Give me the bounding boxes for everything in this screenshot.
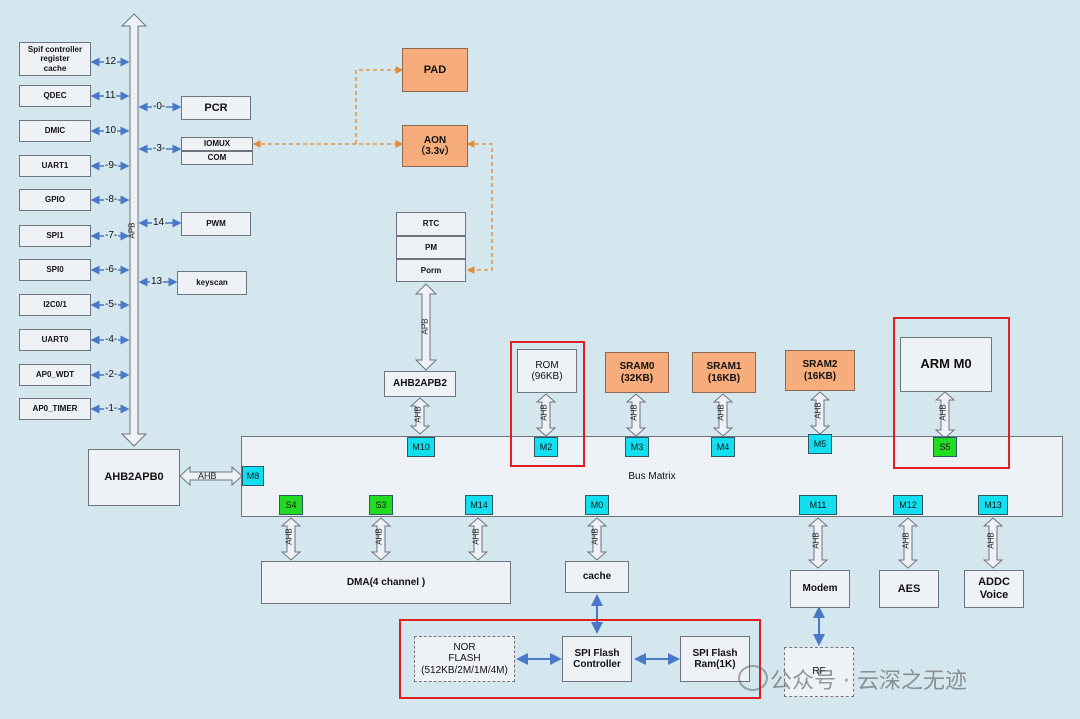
- apb-index-7: -7-: [104, 230, 119, 241]
- highlight-flash: [399, 619, 761, 699]
- ahb-arrow-m11: [807, 517, 829, 569]
- rom-box: ROM (96KB): [517, 349, 577, 393]
- sram2-box: SRAM2 (16KB): [785, 350, 855, 391]
- ahb-m10-label: AHB: [413, 406, 423, 423]
- modem-box: Modem: [790, 570, 850, 608]
- apb-index-10: 10: [104, 125, 118, 136]
- pwm-box: PWM: [181, 212, 251, 236]
- aon-porm-link: [466, 140, 493, 274]
- port-s3: S3: [369, 495, 393, 515]
- nor-flash-box: NOR FLASH (512KB/2M/1M/4M): [414, 636, 515, 682]
- sram0-box: SRAM0 (32KB): [605, 352, 669, 393]
- keyscan-box: keyscan: [177, 271, 247, 295]
- iomux-pad-link: [355, 66, 404, 144]
- ahb-s4-label: AHB: [284, 528, 294, 545]
- port-m4: M4: [711, 437, 735, 457]
- pcr-box: PCR: [181, 96, 251, 120]
- ahb2apb0-box: AHB2APB0: [88, 449, 180, 506]
- ahb-arrow-s4: [280, 517, 302, 561]
- apb-index-6: -6-: [104, 264, 119, 275]
- apb-index-2: -2-: [104, 369, 119, 380]
- apb-index-14: 14: [152, 217, 166, 228]
- wechat-icon: [738, 665, 768, 691]
- apb-index-3: -3-: [152, 143, 167, 154]
- qdec-box: QDEC: [19, 85, 91, 107]
- ap0-wdt-box: AP0_WDT: [19, 364, 91, 386]
- rf-box: RF: [784, 647, 854, 697]
- rtc-box: RTC: [396, 212, 466, 236]
- spif-controller-box: Spif controller register cache: [19, 42, 91, 76]
- ahb-arrow-s3: [370, 517, 392, 561]
- aon-box: AON （3.3v）: [402, 125, 468, 167]
- apb-index-0: -0-: [152, 101, 167, 112]
- ahb-s3-label: AHB: [374, 528, 384, 545]
- ahb-arrow-m13: [982, 517, 1004, 569]
- addc-voice-box: ADDC Voice: [964, 570, 1024, 608]
- apb-index-12: 12: [104, 56, 118, 67]
- ahb-arrow-m14: [467, 517, 489, 561]
- sram1-box: SRAM1 (16KB): [692, 352, 756, 393]
- gpio-box: GPIO: [19, 189, 91, 211]
- uart0-box: UART0: [19, 329, 91, 351]
- apb-bus-arrow: [120, 13, 148, 447]
- highlight-rom: [510, 341, 585, 467]
- i2c-box: I2C0/1: [19, 294, 91, 316]
- ahb-m3-label: AHB: [629, 404, 639, 421]
- port-m11: M11: [799, 495, 837, 515]
- apb2-label: APB: [420, 318, 430, 335]
- ahb-m0-label: AHB: [590, 528, 600, 545]
- ahb-arrow-m10: [409, 397, 431, 435]
- apb-index-11: 11: [104, 90, 117, 101]
- ahb-arrow-m0: [586, 517, 608, 561]
- ahb-m13-label: AHB: [986, 532, 996, 549]
- bus-matrix-label: Bus Matrix: [628, 470, 676, 482]
- apb-index-8: -8-: [104, 194, 119, 205]
- apb-index-1: -1-: [104, 403, 119, 414]
- apb-index-5: -5-: [104, 299, 119, 310]
- port-m2: M2: [534, 437, 558, 457]
- apb-bus-label: APB: [127, 222, 137, 239]
- arm-m0-box: ARM M0: [900, 337, 992, 392]
- ap0-timer-box: AP0_TIMER: [19, 398, 91, 420]
- port-m12: M12: [893, 495, 923, 515]
- port-m3: M3: [625, 437, 649, 457]
- com-box: COM: [181, 151, 253, 165]
- port-m0: M0: [585, 495, 609, 515]
- porm-box: Porm: [396, 259, 466, 282]
- iomux-box: IOMUX: [181, 137, 253, 151]
- uart1-box: UART1: [19, 155, 91, 177]
- dma-box: DMA(4 channel ): [261, 561, 511, 604]
- spi0-box: SPI0: [19, 259, 91, 281]
- port-m8: M8: [242, 466, 264, 486]
- ahb-m11-label: AHB: [811, 532, 821, 549]
- ahb-arrow-m12: [897, 517, 919, 569]
- port-m5: M5: [808, 434, 832, 454]
- ahb2apb2-box: AHB2APB2: [384, 371, 456, 397]
- cache-box: cache: [565, 561, 629, 593]
- dmic-box: DMIC: [19, 120, 91, 142]
- spi-flash-controller-box: SPI Flash Controller: [562, 636, 632, 682]
- port-m13: M13: [978, 495, 1008, 515]
- port-s4: S4: [279, 495, 303, 515]
- ahb-m5-label: AHB: [813, 402, 823, 419]
- pad-box: PAD: [402, 48, 468, 92]
- port-m10: M10: [407, 437, 435, 457]
- pm-box: PM: [396, 236, 466, 259]
- apb-index-13: 13: [150, 276, 164, 287]
- port-m14: M14: [465, 495, 493, 515]
- ahb-m4-label: AHB: [716, 404, 726, 421]
- apb2-arrow: [414, 283, 438, 371]
- apb-index-4: -4-: [104, 334, 119, 345]
- spi1-box: SPI1: [19, 225, 91, 247]
- ahb-m8-label: AHB: [198, 471, 217, 481]
- apb-index-9: -9-: [104, 160, 119, 171]
- highlight-arm: [893, 317, 1010, 469]
- ahb-m14-label: AHB: [471, 528, 481, 545]
- aes-box: AES: [879, 570, 939, 608]
- port-s5: S5: [933, 437, 957, 457]
- watermark-text: 公众号 · 云深之无迹: [770, 669, 967, 694]
- ahb-m12-label: AHB: [901, 532, 911, 549]
